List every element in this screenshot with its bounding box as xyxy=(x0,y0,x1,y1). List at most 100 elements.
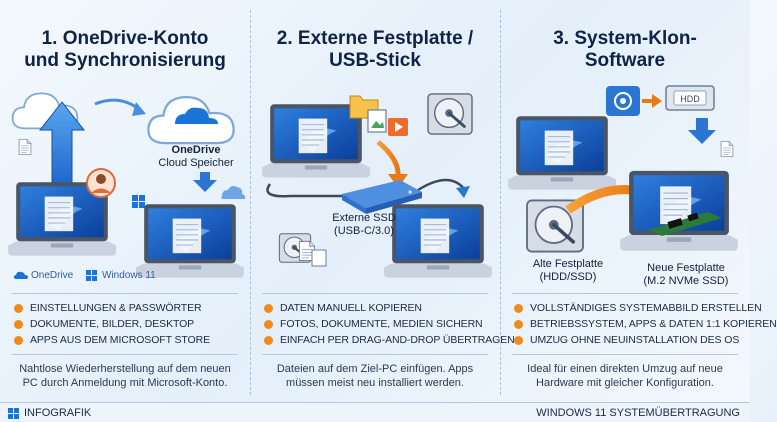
desc-line-2: PC durch Anmeldung mit Microsoft-Konto. xyxy=(22,377,228,389)
bullet-list: VOLLSTÄNDIGES SYSTEMABBILD ERSTELLEN BET… xyxy=(514,300,777,348)
bullet-dot-icon xyxy=(264,303,273,313)
bullet-item: BETRIEBSSYSTEM, APPS & DATEN 1:1 KOPIERE… xyxy=(514,316,777,332)
new-label-line-1: Neue Festplatte xyxy=(647,262,725,274)
onedrive-brand-icon xyxy=(14,271,28,279)
bullet-item: DOKUMENTE, BILDER, DESKTOP xyxy=(14,316,244,332)
bullet-dot-icon xyxy=(514,319,523,329)
bullet-dot-icon xyxy=(514,303,523,313)
old-label-line-2: (HDD/SSD) xyxy=(539,271,597,283)
footer-bar: INFOGRAFIK WINDOWS 11 SYSTEMÜBERTRAGUNG xyxy=(0,402,750,422)
bullet-dot-icon xyxy=(14,319,23,329)
bullet-list: EINSTELLUNGEN & PASSWÖRTER DOKUMENTE, BI… xyxy=(14,300,244,348)
desc-line-2: müssen meist neu installiert werden. xyxy=(286,377,464,389)
footer-left: INFOGRAFIK xyxy=(8,407,91,419)
title-line-2: USB-Stick xyxy=(329,50,421,71)
external-ssd-icon xyxy=(342,180,422,214)
brand-windows: Windows 11 xyxy=(86,270,156,281)
column-description: Ideal für einen direkten Umzug auf neue … xyxy=(510,362,740,390)
onedrive-illustration xyxy=(7,92,246,279)
cloud-label-line-1: OneDrive xyxy=(171,144,221,156)
separator xyxy=(262,354,488,355)
old-drive-label: Alte Festplatte (HDD/SSD) xyxy=(526,258,610,284)
image-file-icon xyxy=(367,109,387,133)
brand-windows-text: Windows 11 xyxy=(102,270,156,281)
bullet-text: APPS AUS DEM MICROSOFT STORE xyxy=(30,334,211,346)
old-label-line-1: Alte Festplatte xyxy=(532,258,604,270)
sync-arrow-icon xyxy=(94,98,141,112)
nvme-ssd-icon xyxy=(648,212,722,236)
new-laptop-icon xyxy=(135,203,245,279)
title-line-1: 1. OneDrive-Konto xyxy=(41,28,209,49)
desc-line-1: Ideal für einen direkten Umzug auf neue xyxy=(527,363,723,375)
windows-brand-icon xyxy=(86,270,97,281)
bullet-text: UMZUG OHNE NEUINSTALLATION DES OS xyxy=(530,334,740,346)
bullet-item: FOTOS, DOKUMENTE, MEDIEN SICHERN xyxy=(264,316,494,332)
bullet-dot-icon xyxy=(264,335,273,345)
column-clone-software: 3. System-Klon- Software HDD xyxy=(500,0,777,400)
bullet-text: DATEN MANUELL KOPIEREN xyxy=(280,302,422,314)
bullet-text: DOKUMENTE, BILDER, DESKTOP xyxy=(30,318,195,330)
new-drive-label: Neue Festplatte (M.2 NVMe SSD) xyxy=(640,262,732,288)
bullet-item: EINFACH PER DRAG-AND-DROP ÜBERTRAGEN xyxy=(264,332,515,348)
brand-onedrive-text: OneDrive xyxy=(31,270,74,281)
ssd-label-line-2: (USB-C/3.0) xyxy=(334,225,394,237)
title-line-1: 2. Externe Festplatte / xyxy=(276,28,474,49)
source-laptop-icon xyxy=(507,115,617,191)
column-title: 2. Externe Festplatte / USB-Stick xyxy=(250,28,500,72)
external-drive-illustration xyxy=(261,92,493,279)
separator xyxy=(262,293,488,294)
desc-line-2: Hardware mit gleicher Konfiguration. xyxy=(536,377,714,389)
bullet-text: BETRIEBSSYSTEM, APPS & DATEN 1:1 KOPIERE… xyxy=(530,318,777,330)
bullet-dot-icon xyxy=(264,319,273,329)
bullet-text: VOLLSTÄNDIGES SYSTEMABBILD ERSTELLEN xyxy=(530,302,762,314)
download-arrow-icon xyxy=(193,172,217,192)
column-external-drive: 2. Externe Festplatte / USB-Stick xyxy=(250,0,515,400)
hdd-icon xyxy=(426,92,474,136)
separator xyxy=(12,293,238,294)
cloud-label: OneDrive Cloud Speicher xyxy=(150,144,242,170)
document-icon xyxy=(720,141,734,157)
separator xyxy=(12,354,238,355)
video-file-icon xyxy=(388,118,408,136)
bullet-item: EINSTELLUNGEN & PASSWÖRTER xyxy=(14,300,244,316)
document-icon xyxy=(18,139,32,155)
bullet-item: VOLLSTÄNDIGES SYSTEMABBILD ERSTELLEN xyxy=(514,300,762,316)
footer-right-text: WINDOWS 11 SYSTEMÜBERTRAGUNG xyxy=(536,407,740,419)
column-onedrive: 1. OneDrive-Konto und Synchronisierung xyxy=(0,0,250,400)
download-arrow-icon xyxy=(688,118,716,144)
bullet-item: UMZUG OHNE NEUINSTALLATION DES OS xyxy=(514,332,744,348)
title-line-2: Software xyxy=(584,50,666,71)
column-title: 3. System-Klon- Software xyxy=(500,28,750,72)
bullet-text: EINFACH PER DRAG-AND-DROP ÜBERTRAGEN xyxy=(280,334,515,346)
separator xyxy=(512,354,738,355)
hdd-tag-text: HDD xyxy=(680,94,700,104)
new-label-line-2: (M.2 NVMe SSD) xyxy=(643,275,729,287)
hdd-tag-icon xyxy=(665,85,715,111)
desc-line-1: Nahtlose Wiederherstellung auf dem neuen xyxy=(19,363,231,375)
column-description: Nahtlose Wiederherstellung auf dem neuen… xyxy=(10,362,240,390)
usb-cable xyxy=(266,183,350,198)
ssd-label: Externe SSD (USB-C/3.0) xyxy=(324,212,404,238)
target-laptop-icon xyxy=(619,170,739,252)
bullet-list: DATEN MANUELL KOPIEREN FOTOS, DOKUMENTE,… xyxy=(264,300,515,348)
separator xyxy=(512,293,738,294)
column-divider xyxy=(250,10,251,395)
cloud-label-line-2: Cloud Speicher xyxy=(158,157,234,169)
title-line-1: 3. System-Klon- xyxy=(553,28,697,49)
bullet-text: FOTOS, DOKUMENTE, MEDIEN SICHERN xyxy=(280,318,483,330)
bullet-dot-icon xyxy=(14,335,23,345)
brand-onedrive: OneDrive xyxy=(14,270,73,281)
bullet-item: DATEN MANUELL KOPIEREN xyxy=(264,300,494,316)
title-line-2: und Synchronisierung xyxy=(24,50,226,71)
desc-line-1: Dateien auf dem Ziel-PC einfügen. Apps xyxy=(276,363,474,375)
footer-left-text: INFOGRAFIK xyxy=(24,407,92,419)
bullet-dot-icon xyxy=(514,335,523,345)
bullet-item: APPS AUS DEM MICROSOFT STORE xyxy=(14,332,244,348)
column-title: 1. OneDrive-Konto und Synchronisierung xyxy=(0,28,250,72)
column-description: Dateien auf dem Ziel-PC einfügen. Apps m… xyxy=(260,362,490,390)
clone-illustration: HDD xyxy=(507,85,739,254)
bullet-dot-icon xyxy=(14,303,23,313)
ssd-label-line-1: Externe SSD xyxy=(332,212,396,224)
column-divider xyxy=(500,10,501,395)
